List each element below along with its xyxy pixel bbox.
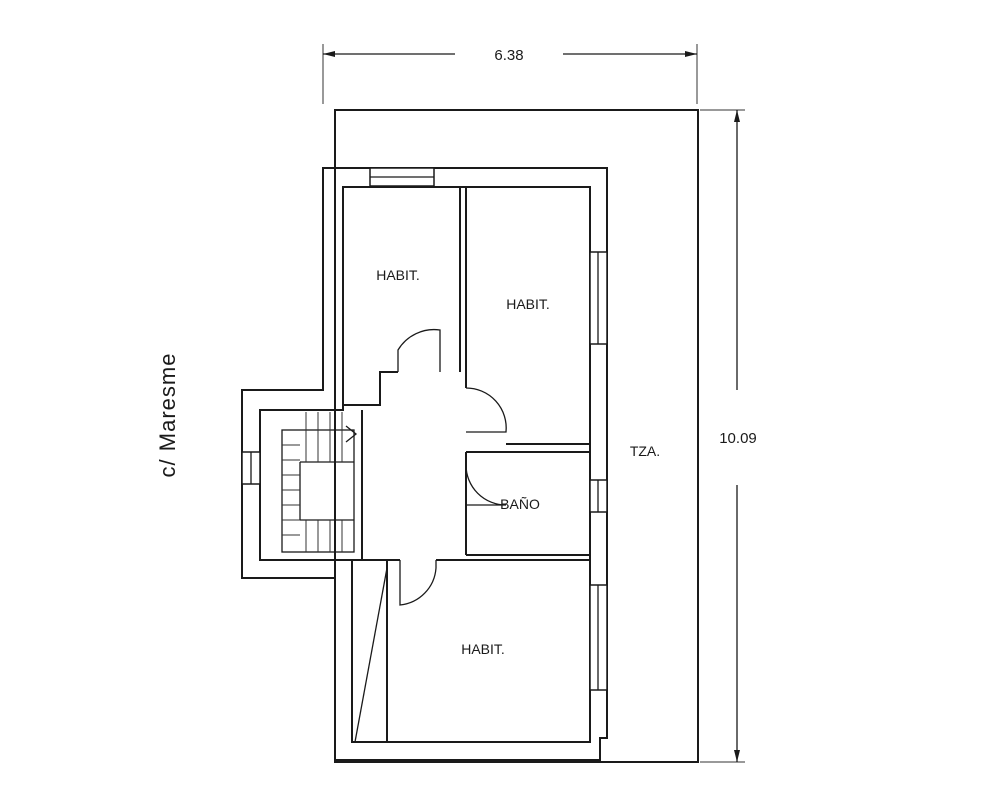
staircase — [281, 412, 358, 553]
street-label: c/ Maresme — [155, 353, 180, 478]
room-label-habit-top-left: HABIT. — [376, 267, 420, 283]
doors — [354, 328, 507, 743]
width-dimension: 6.38 — [322, 44, 698, 104]
height-dimension: 10.09 — [700, 109, 757, 763]
interior-walls — [343, 187, 590, 742]
room-label-bano: BAÑO — [500, 496, 540, 512]
height-dimension-label: 10.09 — [719, 430, 757, 447]
building-inner-wall — [259, 186, 591, 743]
room-label-terraza: TZA. — [630, 443, 660, 459]
room-label-habit-bottom: HABIT. — [461, 641, 505, 657]
width-dimension-label: 6.38 — [494, 47, 523, 64]
building-outer-wall — [241, 167, 608, 761]
room-label-habit-top-right: HABIT. — [506, 296, 550, 312]
windows — [241, 167, 608, 691]
plot-boundary — [334, 109, 699, 763]
